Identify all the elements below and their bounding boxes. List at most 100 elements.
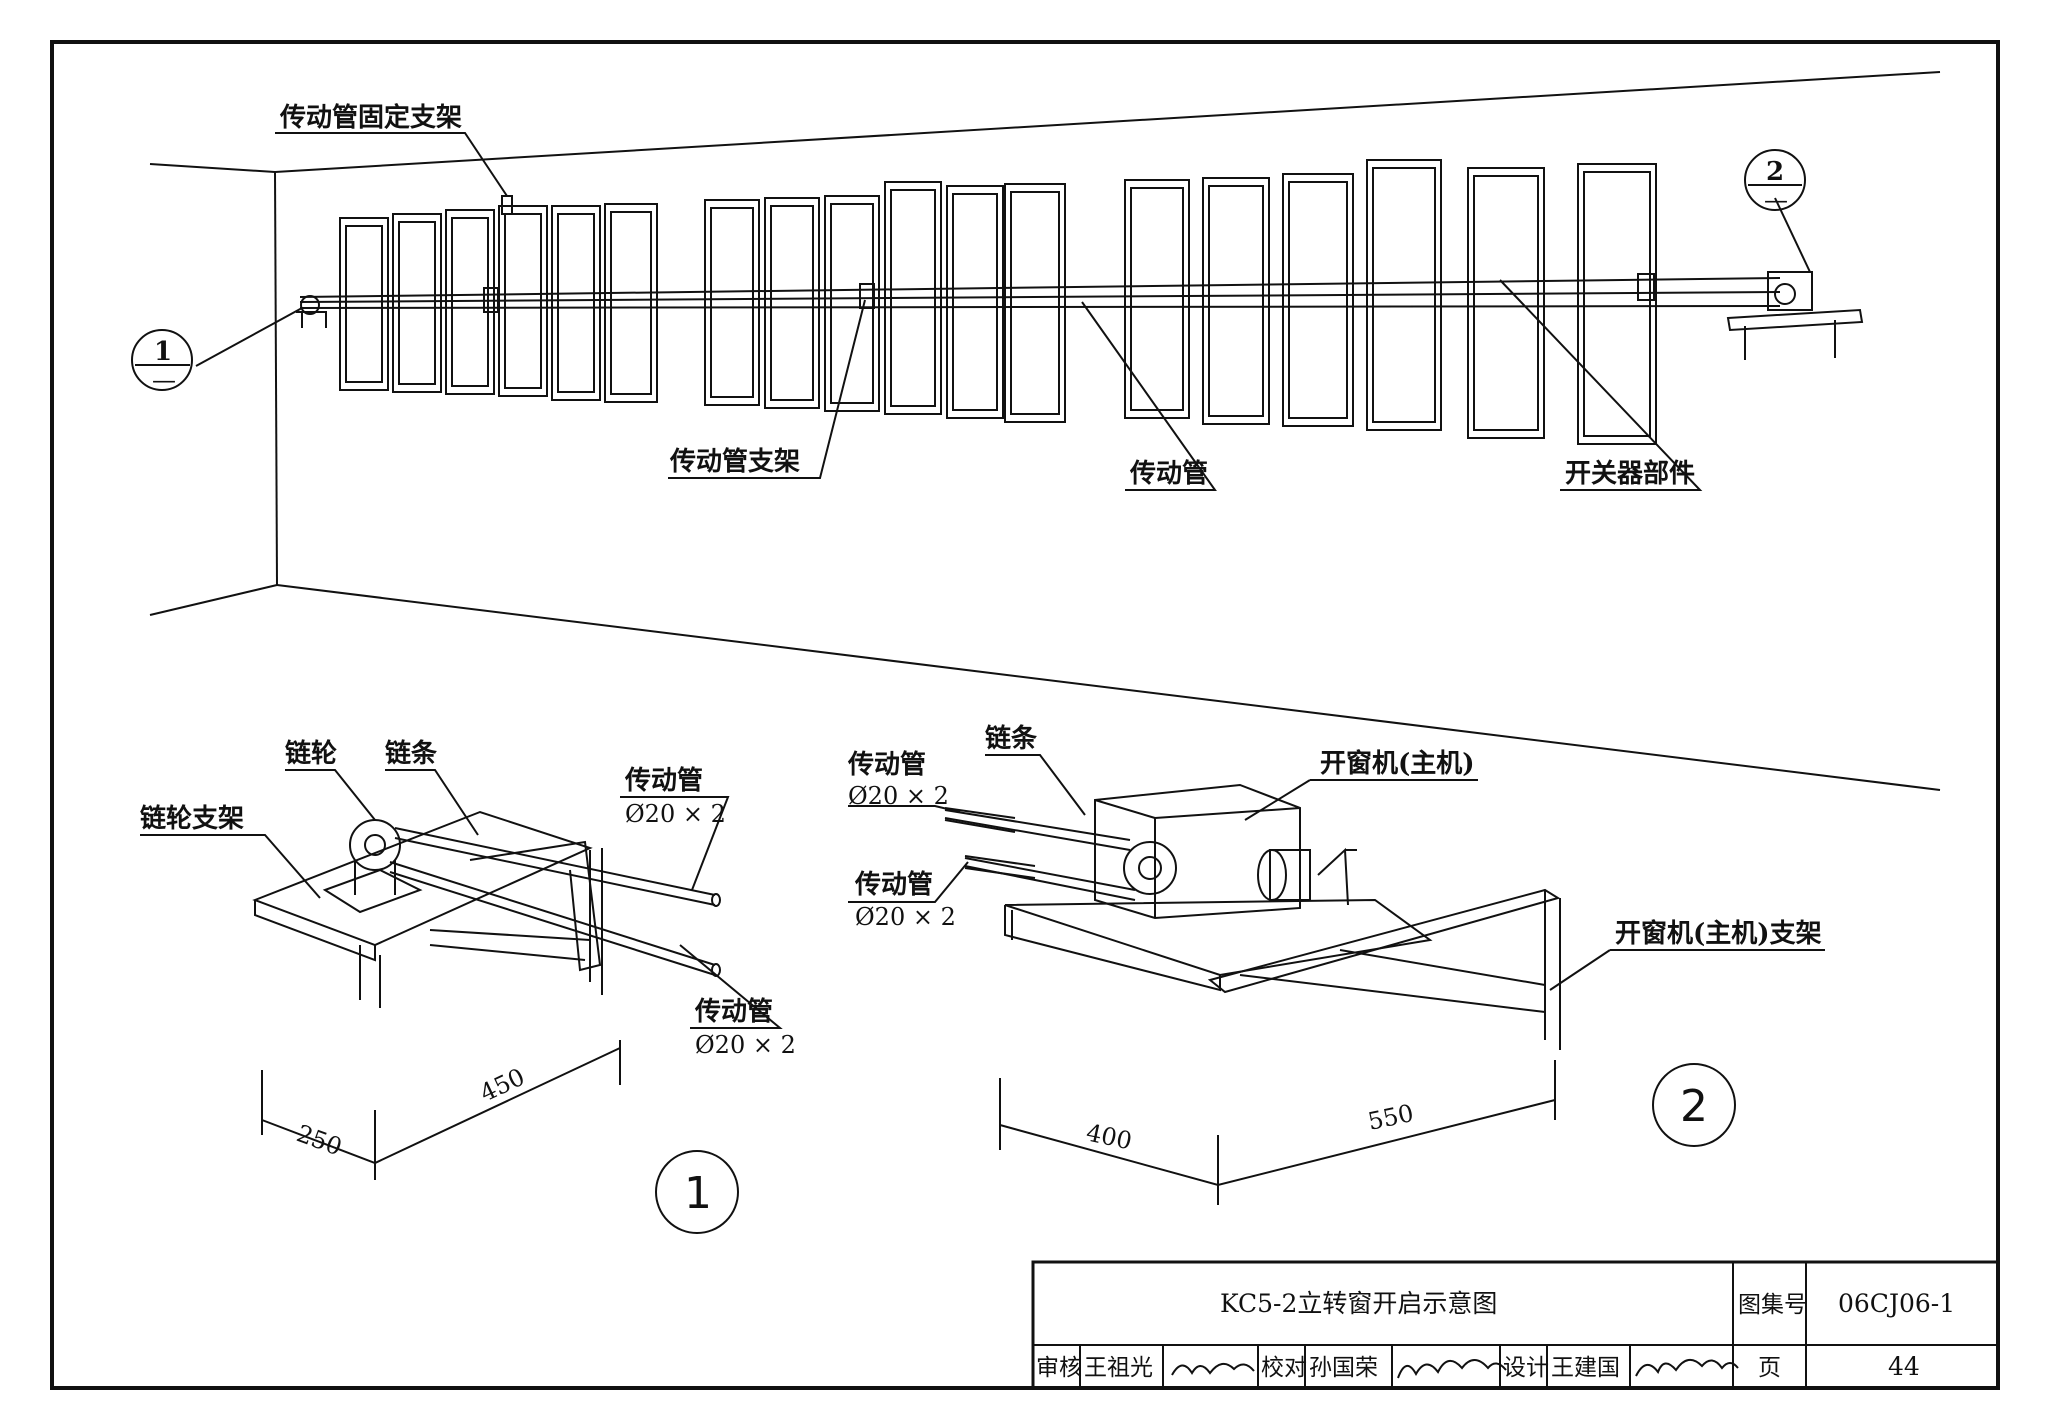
detail-1-leader-tube-a [620, 796, 730, 891]
window-frame [770, 205, 814, 401]
detail-2-leader-bracket [1549, 949, 1825, 991]
window-frame [1124, 179, 1190, 419]
title-block [1031, 1260, 2000, 1390]
pulley-left [300, 295, 320, 315]
detail-1-side [359, 848, 603, 1008]
label-switch-part: 开关器部件 [1565, 459, 1695, 489]
detail-1-label-tube-b-size: Ø20 × 2 [695, 1031, 796, 1059]
window-frame [710, 207, 754, 398]
detail-1-label-tube-a: 传动管 [624, 766, 703, 796]
window-frame [764, 197, 820, 409]
drive-tube-lower [299, 305, 1781, 309]
detail-2 [848, 754, 1825, 1205]
detail-2-label-tube-b-size: Ø20 × 2 [855, 903, 956, 931]
detail-1-dim-b: 450 [476, 1063, 529, 1108]
window-frame [392, 213, 442, 393]
window-frame [952, 193, 998, 411]
drive-tube-upper [299, 277, 1781, 298]
callout-1-dash: — [152, 366, 176, 394]
detail-1-brace [429, 929, 591, 961]
detail-1-tube-a-end [711, 893, 721, 907]
window-frame [339, 217, 389, 391]
detail-1-label-chain: 链条 [385, 738, 438, 769]
detail-1-dim-line [261, 1040, 621, 1180]
detail-2-motor-box [1094, 783, 1301, 920]
detail-2-label-motor: 开窗机(主机) [1320, 748, 1475, 779]
detail-2-plate-edge [1004, 905, 1221, 992]
signature-reviewer [1171, 1362, 1255, 1376]
detail-1-tube-a [394, 827, 716, 906]
detail-1-sprocket-hub [364, 834, 386, 856]
review-label: 审核 [1036, 1355, 1082, 1381]
drive-tube-mid [299, 291, 1781, 303]
window-frame [398, 221, 436, 385]
window-frame [1130, 187, 1184, 411]
detail-2-motor-end [1257, 849, 1287, 901]
window-frame [1467, 167, 1545, 439]
leader-callout-1 [195, 307, 303, 367]
window-frame [1282, 173, 1354, 427]
motor-pulley [1774, 283, 1796, 305]
detail-2-label-tube-a: 传动管 [847, 750, 926, 780]
atlas-no-label: 图集号 [1738, 1292, 1807, 1318]
window-frame [830, 203, 874, 404]
detail-1-leader-sprocket [285, 769, 376, 821]
window-frame [610, 211, 652, 395]
window-frame [451, 217, 489, 387]
detail-1-leader-bracket [140, 834, 321, 899]
main-view [131, 71, 1941, 791]
detail-1 [140, 769, 783, 1234]
detail-2-crank [1317, 847, 1357, 906]
detail-2-leader-chain [985, 754, 1086, 816]
detail-1-tube-b [389, 861, 716, 976]
detail-1-leader-chain [385, 769, 479, 836]
detail-1-sprocket-stand [354, 860, 396, 895]
floor-line-left [149, 584, 278, 616]
leader-drive-tube [1081, 301, 1217, 491]
detail-2-base-plate [1004, 898, 1433, 977]
designer-name: 王建国 [1551, 1355, 1620, 1381]
pulley-left-bracket [296, 311, 327, 328]
detail-1-label-tube-a-size: Ø20 × 2 [625, 800, 726, 828]
detail-1-base-plate [252, 810, 593, 947]
detail-2-motor-cylinder [1269, 849, 1311, 901]
detail-2-dim-line [999, 1060, 1556, 1205]
atlas-no: 06CJ06-1 [1838, 1289, 1955, 1318]
detail-1-number: 1 [684, 1168, 712, 1219]
ceiling-edge [274, 71, 1941, 173]
window-frame [946, 185, 1004, 419]
leader-switch [1499, 279, 1703, 491]
signature-checker [1397, 1359, 1507, 1379]
detail-2-label-motor-bracket: 开窗机(主机)支架 [1615, 918, 1822, 949]
callout-2-circle [1744, 149, 1806, 211]
tube-bracket [483, 287, 499, 313]
wall-corner [274, 171, 278, 586]
window-frame [551, 205, 601, 401]
detail-2-tube-a [944, 809, 1131, 851]
window-frame [1288, 181, 1348, 419]
callout-2-dash: — [1764, 186, 1788, 214]
detail-1-label-bracket: 链轮支架 [140, 803, 244, 834]
window-frame [1577, 163, 1657, 445]
drawing-title: KC5-2立转窗开启示意图 [1220, 1289, 1497, 1318]
check-label: 校对 [1261, 1355, 1307, 1381]
detail-1-label-tube-b: 传动管 [694, 997, 773, 1027]
checker-name: 孙国荣 [1309, 1355, 1378, 1381]
detail-1-plate-edge [254, 900, 376, 962]
detail-2-pulley-hub [1138, 856, 1162, 880]
detail-2-tube-a-sleeve [944, 807, 1016, 833]
detail-2-leader-tube-a [848, 805, 961, 813]
detail-2-number-circle [1652, 1063, 1736, 1147]
window-frame [1208, 185, 1264, 417]
title-block-frame [1031, 1260, 2000, 1390]
detail-1-dim-a: 250 [293, 1119, 346, 1161]
detail-2-label-tube-a-size: Ø20 × 2 [848, 782, 949, 810]
callout-1-number: 1 [154, 337, 172, 367]
window-frame [1473, 175, 1539, 431]
window-frame [557, 213, 595, 393]
leader-fixed-bracket [275, 132, 508, 197]
detail-2-leader-tube-b [848, 861, 969, 903]
motor-bracket [1726, 308, 1864, 360]
detail-2-label-tube-b: 传动管 [854, 870, 933, 900]
window-frame [1202, 177, 1270, 425]
